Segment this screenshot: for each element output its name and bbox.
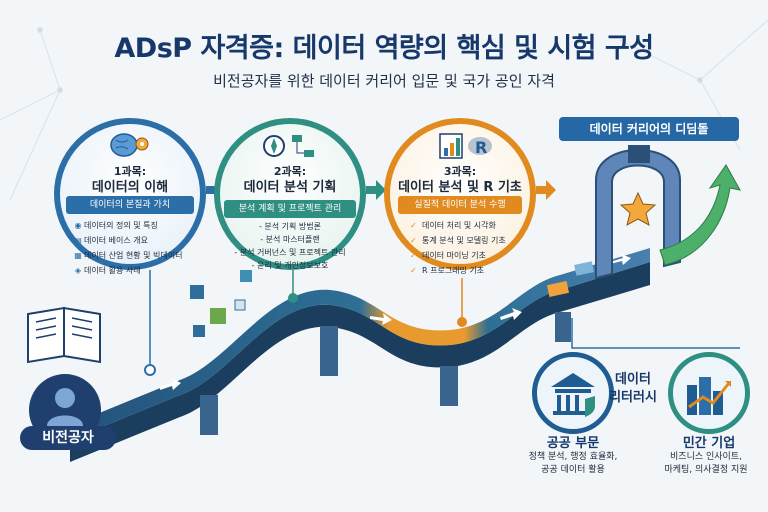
- course-1-list: ◉데이터의 정의 및 특징 ▤데이터 베이스 개요 ▦데이터 산업 현황 및 빅…: [72, 218, 183, 278]
- road-side: [70, 262, 650, 462]
- arrow-up-icon: [659, 164, 741, 266]
- sector-private-name: 민간 기업: [682, 436, 736, 451]
- course-3-name: 데이터 분석 및 R 기초: [398, 180, 522, 195]
- course-2-name: 데이터 분석 기획: [243, 180, 337, 195]
- list-item: - 윤리 및 개인정보보호: [251, 261, 329, 270]
- list-item: - 분석 거버넌스 및 프로젝트 관리: [234, 248, 346, 257]
- page-title: ADsP 자격증: 데이터 역량의 핵심 및 시험 구성: [114, 33, 654, 64]
- start-label: 비전공자: [20, 426, 116, 450]
- course-2-step: 2과목:: [273, 165, 307, 178]
- svg-text:R: R: [475, 138, 487, 157]
- government-building-icon: [532, 352, 614, 434]
- literacy-title: 데이터 리터러시: [609, 372, 657, 405]
- road-arrows: [160, 254, 631, 390]
- check-icon: ✓: [410, 221, 417, 230]
- book-icon: [27, 306, 101, 364]
- data-cubes: [190, 261, 595, 337]
- list-item: ◉데이터의 정의 및 특징: [72, 218, 183, 233]
- road-pillars: [200, 312, 571, 435]
- course-3-step: 3과목:: [443, 165, 477, 178]
- arrow-3-arch: [536, 180, 556, 200]
- sector-public-name: 공공 부문: [546, 436, 600, 451]
- sector-private-desc: 비즈니스 인사이트, 마케팅, 의사결정 지원: [664, 452, 748, 475]
- list-item: ✓통계 분석 및 모델링 기초: [410, 233, 506, 248]
- course-2-list: - 분석 기획 방법론 - 분석 마스터플랜 - 분석 거버넌스 및 프로젝트 …: [226, 220, 354, 272]
- star-icon: [619, 191, 657, 226]
- course-2-circle: [214, 118, 366, 270]
- sector-public-desc: 정책 분석, 행정 효율화, 공공 데이터 활용: [528, 452, 618, 475]
- course-1-step: 1과목:: [113, 165, 147, 178]
- page-subtitle: 비전공자를 위한 데이터 커리어 입문 및 국가 공인 자격: [213, 72, 555, 90]
- list-item: ◈데이터 활용 사례: [72, 263, 183, 278]
- list-item: ✓R 프로그래밍 기초: [410, 263, 506, 278]
- network-pattern: [0, 19, 768, 201]
- node-2: [288, 293, 298, 303]
- course-3-ribbon: 실질적 데이터 분석 수행: [398, 196, 522, 214]
- list-item: ▤데이터 베이스 개요: [72, 233, 183, 248]
- node-3: [457, 317, 467, 327]
- list-item: - 분석 마스터플랜: [260, 235, 320, 244]
- list-item: ▦데이터 산업 현황 및 빅데이터: [72, 248, 182, 263]
- check-icon: ✓: [410, 266, 417, 275]
- chart-r-icon: R: [439, 133, 492, 159]
- course-1-ribbon: 데이터의 본질과 가치: [66, 196, 194, 214]
- course-2-ribbon: 분석 계획 및 프로젝트 관리: [224, 200, 356, 218]
- compass-flowchart-icon: [263, 135, 314, 157]
- list-item: ✓데이터 마이닝 기초: [410, 248, 506, 263]
- node-1: [144, 364, 156, 376]
- list-item: - 분석 기획 방법론: [258, 222, 322, 231]
- check-icon: ✓: [410, 236, 417, 245]
- bullet-icon: ◈: [74, 266, 82, 275]
- course-3-list: ✓데이터 처리 및 시각화 ✓통계 분석 및 모델링 기초 ✓데이터 마이닝 기…: [410, 218, 506, 278]
- list-item: ✓데이터 처리 및 시각화: [410, 218, 506, 233]
- arrow-2-3: [366, 180, 386, 200]
- stepping-stone-badge: 데이터 커리어의 디딤돌: [559, 117, 739, 141]
- bullet-icon: ▤: [74, 236, 82, 245]
- bullet-icon: ◉: [74, 221, 82, 230]
- brain-gear-icon: [110, 133, 149, 157]
- arch: [595, 145, 681, 280]
- check-icon: ✓: [410, 251, 417, 260]
- bullet-icon: ▦: [74, 251, 82, 260]
- city-growth-icon: [668, 352, 750, 434]
- course-1-name: 데이터의 이해: [91, 180, 169, 195]
